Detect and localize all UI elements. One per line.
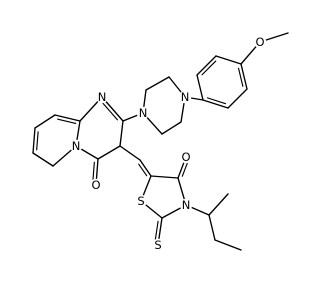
atom-mask-N_bridgehead xyxy=(69,139,83,153)
atom-mask-S_thione xyxy=(151,238,165,252)
molecular-structure-diagram: O N N N N O O S N S xyxy=(32,32,289,252)
atom-label-N_bridgehead: N xyxy=(72,139,81,153)
bond-C2t-St-second-line xyxy=(154,220,159,242)
bond-layer xyxy=(32,32,289,251)
bond-A4-A5 xyxy=(196,74,204,101)
bond-Npy-Ca-second-line xyxy=(101,102,119,121)
atom-label-O_pyrimidinone: O xyxy=(91,178,100,192)
atom-mask-N_thiazolidine xyxy=(179,198,193,212)
bond-A1-A2 xyxy=(240,63,248,90)
bond-Cp2-Cp3 xyxy=(32,127,36,154)
atom-mask-N_piperazine_aryl xyxy=(178,90,192,104)
atom-mask-O_methoxy xyxy=(253,35,267,49)
bond-Cp1-Cp2 xyxy=(34,114,56,129)
bond-C5-C4t xyxy=(150,175,179,179)
bond-A2-A3 xyxy=(227,88,248,109)
atom-mask-O_pyrimidinone xyxy=(89,178,103,192)
atom-label-O_methoxy: O xyxy=(255,35,264,49)
atom-label-layer: O N N N N O O S N S xyxy=(69,35,267,252)
bond-A5-A6-second-line xyxy=(201,60,217,76)
bond-A1-A2-second-line xyxy=(237,67,244,87)
atom-label-N_piperazine_core: N xyxy=(139,106,148,120)
atom-mask-N_pyrimidine xyxy=(95,90,109,104)
atom-label-N_thiazolidine: N xyxy=(182,198,191,212)
atom-label-S_ring: S xyxy=(137,194,144,208)
bond-CH-C5 xyxy=(139,159,152,177)
atom-mask-N_piperazine_core xyxy=(136,106,150,120)
bond-Csb-Cme2 xyxy=(208,193,229,216)
bond-A3-A4 xyxy=(202,99,229,109)
bond-A5-A6 xyxy=(196,55,217,76)
bond-C4t-Ot-second-line xyxy=(181,160,189,177)
bond-C9a-Cp1-second-line xyxy=(57,118,77,125)
atom-mask-O_thiazolidinone xyxy=(179,150,193,164)
bond-A6-A1 xyxy=(215,55,242,65)
bond-Cp2-Cp3-second-line xyxy=(36,131,39,151)
bond-C3-C4 xyxy=(97,145,121,160)
bond-C3-CH xyxy=(119,145,141,161)
bond-Pa-Pb xyxy=(145,76,170,91)
bond-CH-C5-second-line xyxy=(138,163,148,177)
bond-C4-O4-second-line xyxy=(92,161,95,182)
bond-Cp3-Cp4 xyxy=(32,152,54,167)
atom-label-O_thiazolidinone: O xyxy=(181,150,190,164)
bond-A3-A4-second-line xyxy=(206,97,227,105)
bond-C9a-Cp1 xyxy=(54,114,81,122)
bond-Pc-Pd xyxy=(161,121,182,135)
bond-Ca-C3 xyxy=(119,120,124,147)
atom-label-N_pyrimidine: N xyxy=(98,90,107,104)
bond-Cet-Cet2 xyxy=(214,239,242,251)
atom-label-N_piperazine_aryl: N xyxy=(181,90,190,104)
bond-Csb-Cet xyxy=(208,214,216,241)
atom-mask-S_ring xyxy=(134,194,148,208)
atom-label-S_thione: S xyxy=(154,238,161,252)
